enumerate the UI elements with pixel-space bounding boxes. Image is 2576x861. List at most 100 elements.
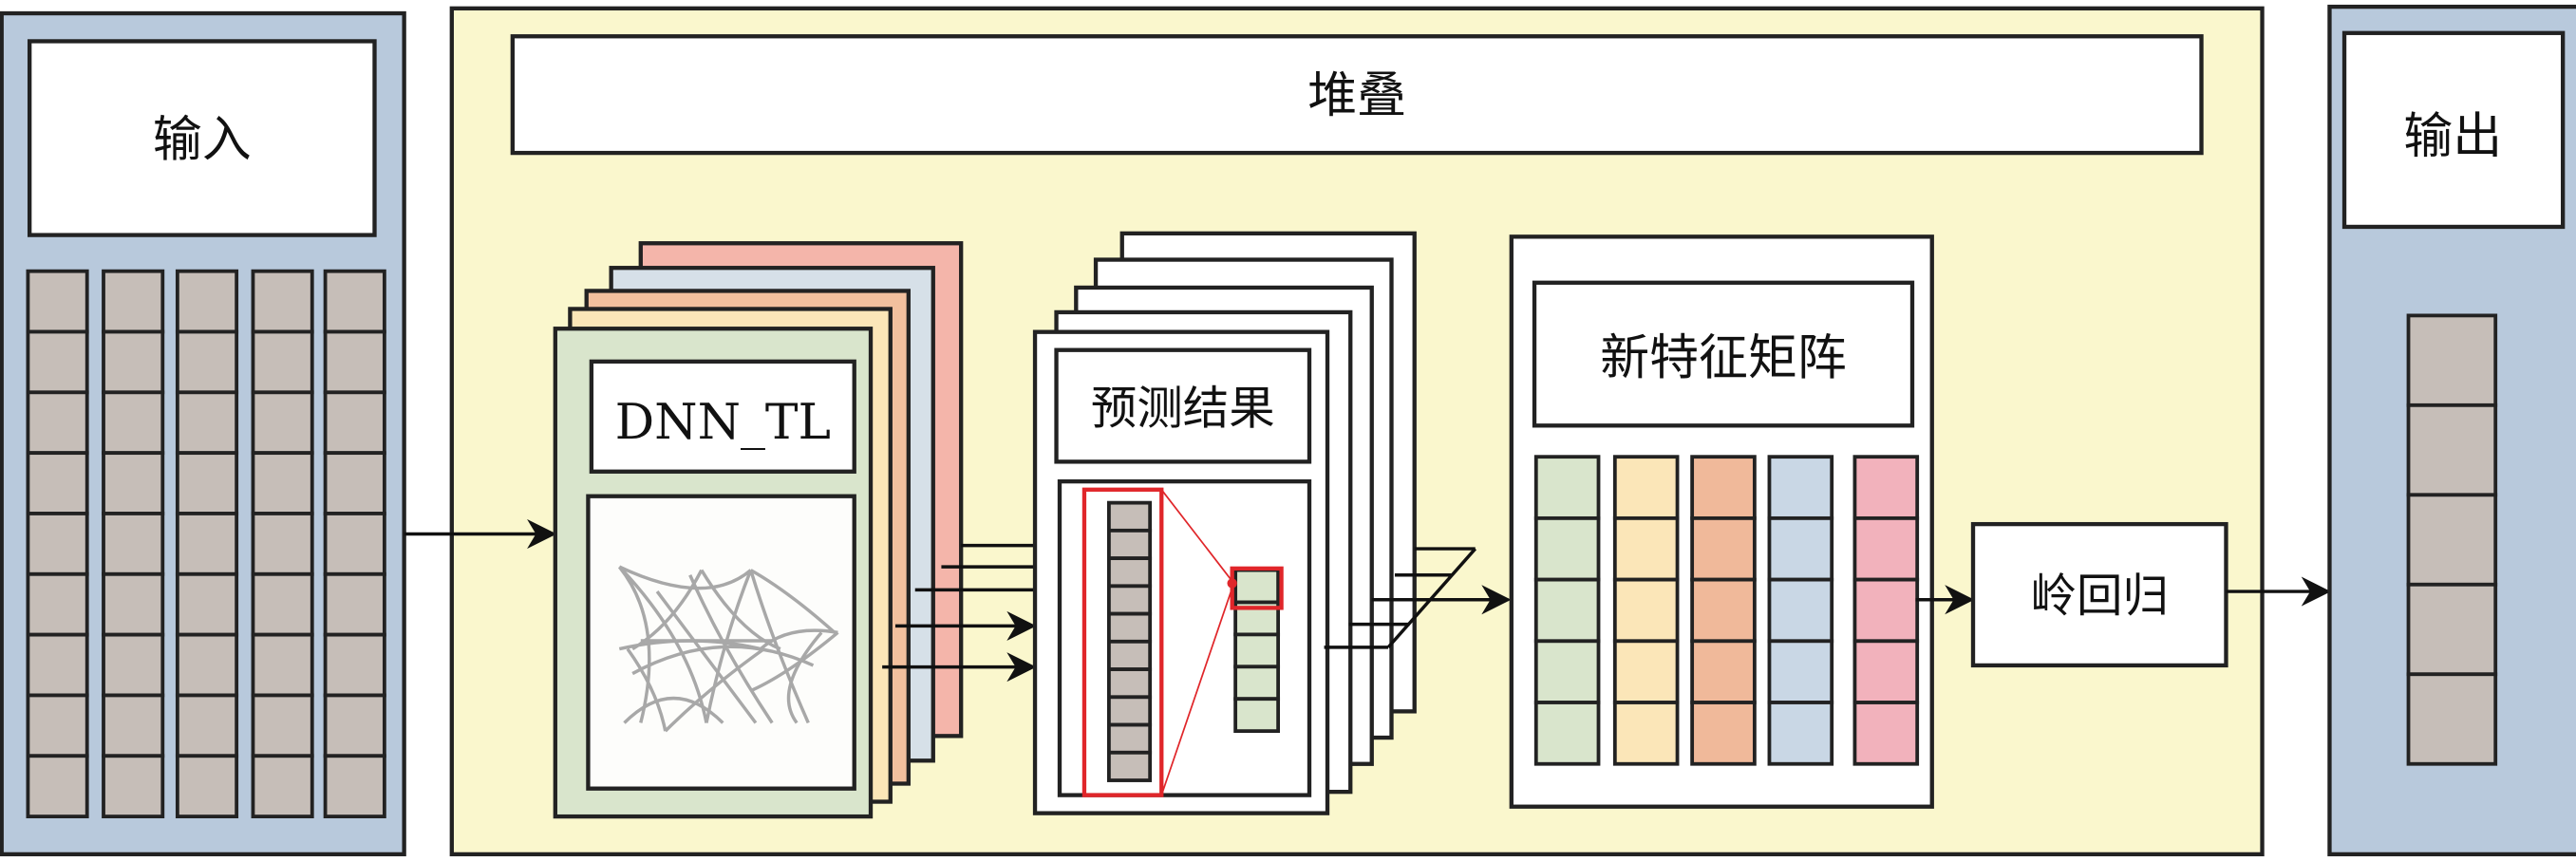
input-panel: 输入 — [0, 10, 406, 857]
feature-matrix-cell — [1612, 701, 1680, 766]
prediction-input-cell — [1107, 528, 1153, 561]
input-cell — [251, 390, 314, 456]
stack-title-box — [510, 34, 2204, 156]
input-cell — [323, 754, 386, 819]
feature-matrix-cell — [1767, 515, 1834, 582]
input-cell — [251, 632, 314, 698]
input-cell — [175, 571, 239, 637]
prediction-output-cell — [1233, 697, 1281, 734]
input-cell — [323, 632, 386, 698]
input-cell — [175, 693, 239, 758]
input-cell — [26, 451, 89, 515]
highlight-line — [1160, 489, 1235, 584]
feature-matrix-cell — [1690, 701, 1757, 766]
ridge-regression-box: 岭回归 — [1970, 521, 2228, 668]
feature-matrix-cell — [1533, 639, 1601, 704]
feature-matrix-cell — [1533, 577, 1601, 644]
input-cell — [323, 451, 386, 515]
input-cell — [251, 754, 314, 819]
feature-matrix-cell — [1767, 455, 1834, 520]
highlight-box-input — [1081, 487, 1164, 797]
input-cell — [102, 390, 165, 456]
ridge-title: 岭回归 — [2031, 570, 2169, 623]
output-column — [2406, 313, 2498, 766]
input-cell — [102, 329, 165, 395]
input-cell — [26, 329, 89, 395]
input-cell — [323, 329, 386, 395]
highlight-dot — [1227, 578, 1237, 589]
output-cell — [2406, 672, 2498, 766]
prediction-input-cell — [1107, 584, 1153, 616]
input-cell — [323, 269, 386, 334]
prediction-output-cell — [1233, 664, 1281, 702]
prediction-output-column — [1233, 568, 1281, 734]
input-cell — [251, 329, 314, 395]
input-cell — [26, 754, 89, 819]
feature-matrix-cell — [1852, 515, 1920, 582]
feature-matrix-cell — [1767, 701, 1834, 766]
feature-matrix-cell — [1767, 577, 1834, 644]
input-cell — [175, 754, 239, 819]
input-cell — [175, 269, 239, 334]
input-cell — [26, 512, 89, 576]
feature-matrix-cell — [1852, 455, 1920, 520]
base-to-prediction-connectors — [882, 543, 1037, 683]
output-title-box — [2341, 30, 2566, 230]
base-model-stack: DNN_TL — [553, 241, 964, 819]
input-cell — [102, 754, 165, 819]
prediction-output-cell — [1233, 632, 1281, 669]
feature-matrix-grid — [1533, 455, 1920, 766]
input-title: 输入 — [153, 112, 252, 169]
feature-matrix-cell — [1690, 577, 1757, 644]
input-cell — [26, 390, 89, 456]
prediction-input-cell — [1107, 750, 1153, 782]
feature-matrix-title-box — [1532, 280, 1915, 428]
prediction-input-cell — [1107, 695, 1153, 727]
input-cell — [102, 269, 165, 334]
input-cell — [102, 451, 165, 515]
output-title: 输出 — [2403, 108, 2502, 165]
input-cell — [323, 512, 386, 576]
feature-matrix-cell — [1533, 455, 1601, 520]
stack-title: 堆叠 — [1307, 67, 1406, 124]
input-cell — [26, 269, 89, 334]
input-cell — [175, 390, 239, 456]
prediction-title: 预测结果 — [1091, 383, 1275, 436]
prediction-input-cell — [1107, 667, 1153, 700]
feature-matrix-cell — [1690, 639, 1757, 704]
input-cell — [175, 451, 239, 515]
feature-matrix-cell — [1533, 515, 1601, 582]
feature-matrix-cell — [1852, 639, 1920, 704]
feature-matrix-cell — [1612, 639, 1680, 704]
feature-matrix-cell — [1852, 577, 1920, 644]
feature-matrix-cell — [1533, 701, 1601, 766]
network-image-box — [586, 494, 856, 791]
output-panel: 输出 — [2327, 4, 2576, 857]
input-cell — [251, 571, 314, 637]
input-cell — [251, 451, 314, 515]
input-cell — [175, 329, 239, 395]
prediction-input-cell — [1107, 556, 1153, 589]
feature-matrix-cell — [1690, 515, 1757, 582]
input-cell — [323, 571, 386, 637]
input-cell — [102, 632, 165, 698]
prediction-stack: 预测结果 — [1032, 231, 1417, 815]
prediction-input-cell — [1107, 639, 1153, 671]
output-cell — [2406, 313, 2498, 407]
prediction-input-cell — [1107, 611, 1153, 644]
prediction-input-column — [1107, 500, 1153, 782]
neural-network-graph-icon — [617, 565, 839, 733]
prediction-to-matrix-connectors — [1324, 547, 1512, 649]
input-cell — [26, 632, 89, 698]
input-cell — [26, 571, 89, 637]
feature-matrix-cell — [1612, 577, 1680, 644]
input-cell — [323, 390, 386, 456]
output-cell — [2406, 402, 2498, 497]
output-cell — [2406, 582, 2498, 677]
prediction-title-box — [1054, 347, 1312, 464]
feature-matrix-cell — [1612, 455, 1680, 520]
input-cell — [26, 693, 89, 758]
input-data-grid — [26, 269, 386, 819]
highlight-line — [1160, 583, 1235, 795]
